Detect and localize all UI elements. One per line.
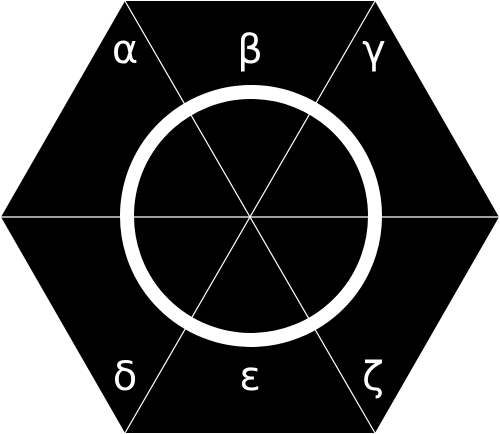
label-alpha: α <box>112 27 138 73</box>
label-zeta: ζ <box>362 354 384 400</box>
greek-labels: α β γ δ ε ζ <box>112 27 386 400</box>
label-gamma: γ <box>362 27 386 73</box>
diagonal-divider-right <box>124 0 376 434</box>
label-delta: δ <box>113 354 137 400</box>
label-beta: β <box>237 27 263 73</box>
center-ring <box>120 85 382 347</box>
label-epsilon: ε <box>239 354 261 400</box>
